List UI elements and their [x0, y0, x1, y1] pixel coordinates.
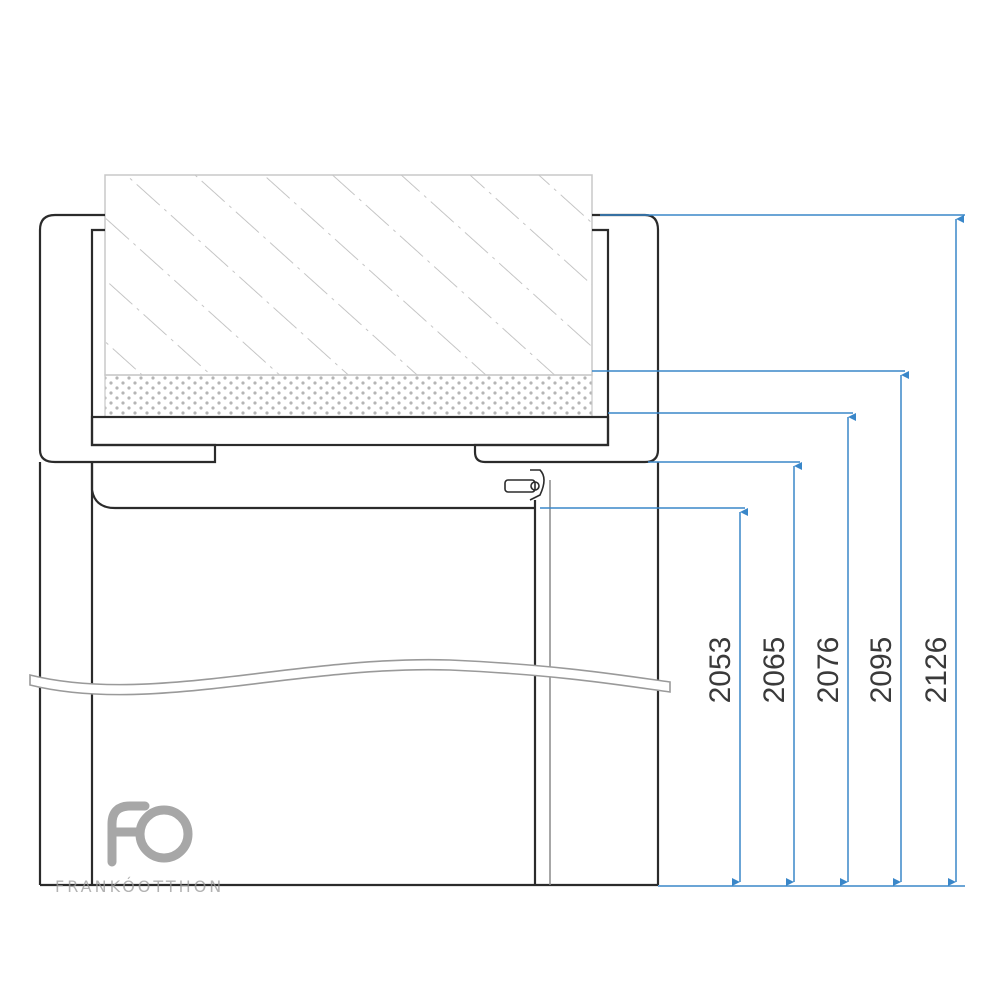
dimension-2053: 2053: [704, 508, 748, 886]
seal-detail: [504, 469, 545, 501]
brand-mark-fo: [107, 801, 193, 867]
dimension-2095: 2095: [865, 371, 909, 886]
brand-name: FRANKÓOTTHON: [55, 877, 224, 896]
dimension-label-2053: 2053: [704, 637, 737, 704]
door-frame-profile: [38, 213, 660, 510]
dimension-label-2076: 2076: [812, 637, 845, 704]
extension-lines: [540, 214, 965, 887]
break-line: [29, 658, 671, 696]
dimension-label-2126: 2126: [920, 637, 953, 704]
dimension-2126: 2126: [920, 215, 964, 886]
brand-logo: FRANKÓOTTHON: [55, 801, 224, 896]
dimension-2076: 2076: [812, 413, 856, 886]
dimension-label-2095: 2095: [865, 637, 898, 704]
dimension-label-2065: 2065: [758, 637, 791, 704]
wall-block: [104, 174, 593, 418]
door-leaf: [38, 462, 660, 887]
dimension-2065: 2065: [758, 462, 802, 886]
